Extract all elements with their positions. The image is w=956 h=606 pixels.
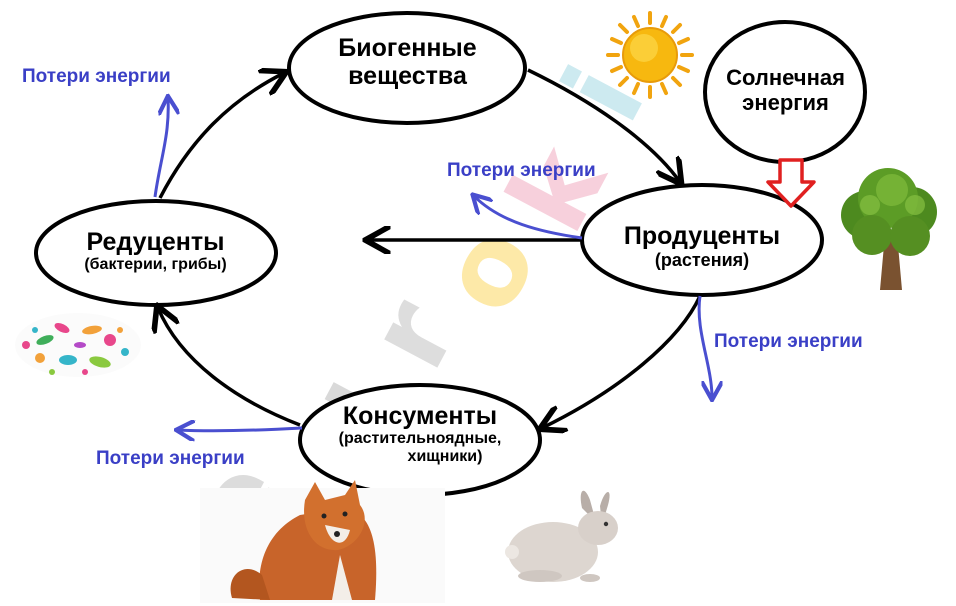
- biogenic-label-line2: вещества: [348, 62, 467, 90]
- solar-label-line2: энергия: [742, 89, 829, 115]
- solar-energy-arrow: [766, 158, 816, 208]
- arrow-producers-to-consumers: [542, 295, 702, 428]
- sun-icon: [606, 11, 694, 99]
- consumers-label: Консументы (растительноядные, хищники): [305, 402, 535, 466]
- loss-arrow-producers-up: [474, 196, 583, 240]
- producers-subtitle: (растения): [654, 250, 750, 270]
- loss-arrow-reducers: [153, 98, 168, 198]
- loss-arrow-consumers: [178, 428, 303, 431]
- tree-icon: [841, 168, 937, 290]
- bacteria-icon: [15, 313, 141, 377]
- arrow-reducers-to-biogenic: [158, 73, 284, 199]
- solar-label-line1: Солнечная: [726, 65, 845, 90]
- loss-arrow-producers-down: [697, 295, 712, 398]
- solar-label: Солнечная энергия: [708, 65, 863, 115]
- consumers-title: Консументы: [342, 402, 498, 430]
- rabbit-icon: [505, 490, 618, 582]
- reducers-label: Редуценты (бактерии, грибы): [48, 228, 263, 274]
- energy-loss-label-consumers: Потери энергии: [96, 448, 245, 469]
- reducers-subtitle: (бактерии, грибы): [84, 256, 227, 273]
- consumers-subtitle-line1: (растительноядные,: [338, 430, 502, 447]
- reducers-title: Редуценты: [86, 228, 225, 256]
- consumers-subtitle-line2: хищники): [407, 447, 483, 465]
- energy-loss-label-producers-up: Потери энергии: [447, 160, 596, 181]
- arrow-biogenic-to-producers: [527, 68, 680, 182]
- fox-icon: [200, 480, 445, 603]
- producers-title: Продуценты: [623, 222, 781, 250]
- biogenic-label: Биогенные вещества: [300, 34, 515, 90]
- energy-loss-label-producers-down: Потери энергии: [714, 331, 863, 352]
- arrow-consumers-to-reducers: [158, 308, 301, 427]
- biogenic-label-line1: Биогенные: [338, 34, 477, 62]
- producers-label: Продуценты (растения): [592, 222, 812, 270]
- energy-loss-label-reducers: Потери энергии: [22, 66, 171, 87]
